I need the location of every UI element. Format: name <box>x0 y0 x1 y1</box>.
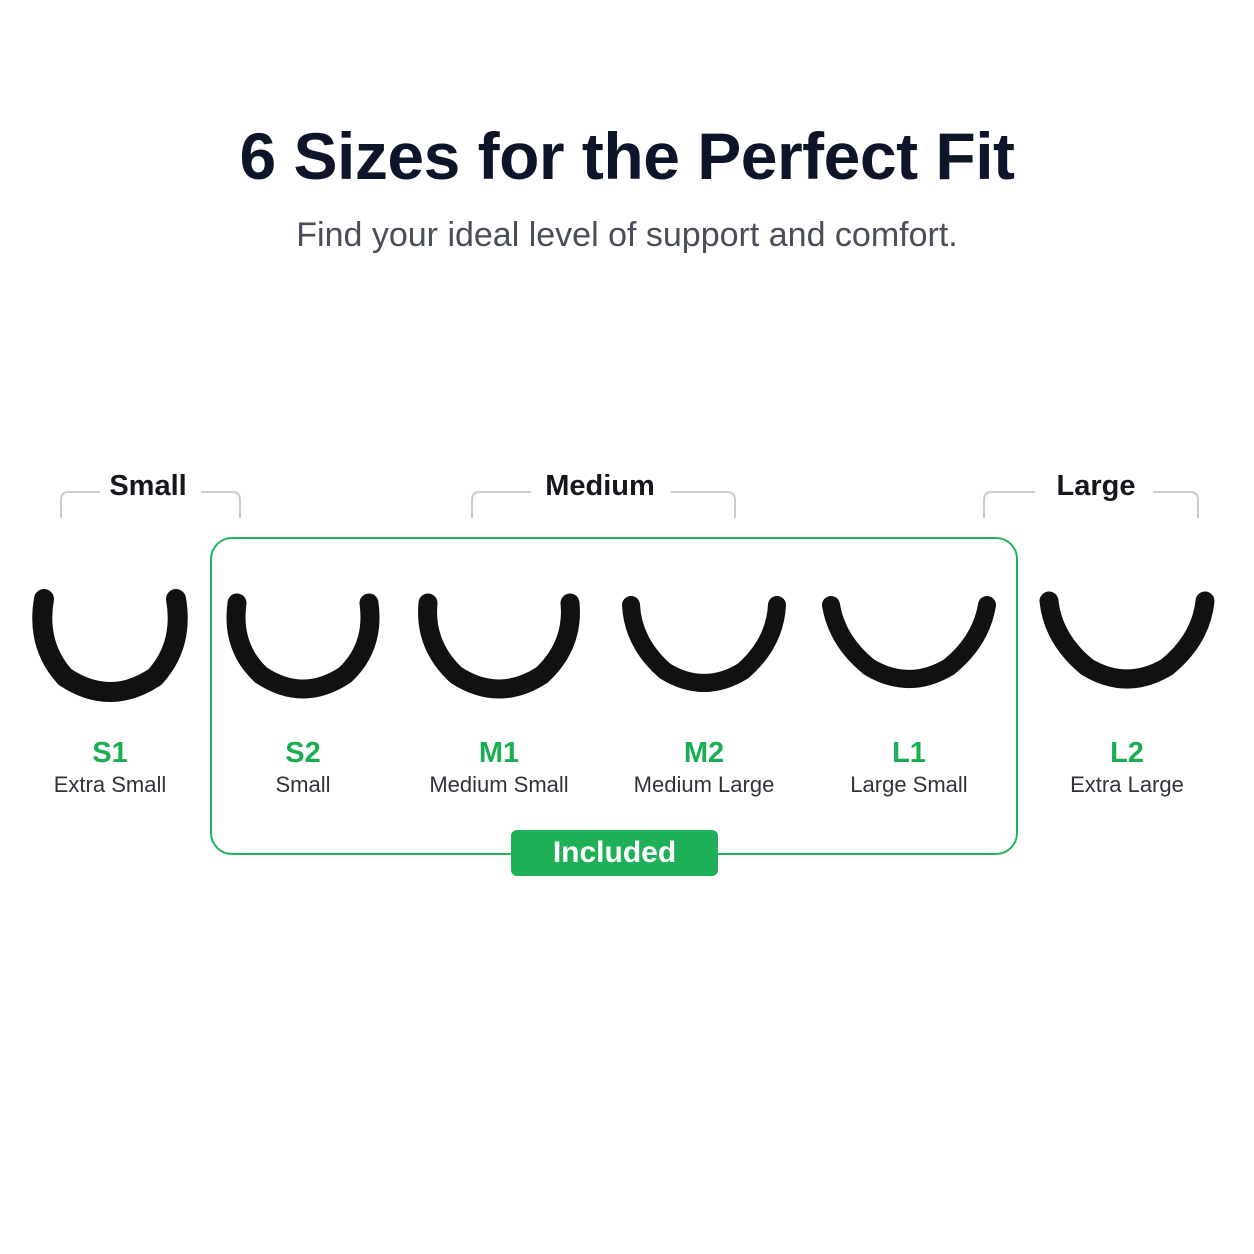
group-label-medium: Medium <box>545 470 655 502</box>
mouthguard-icon <box>1039 591 1215 689</box>
mouthguard-icon <box>822 596 996 688</box>
size-code: M2 <box>683 737 725 769</box>
mouthguard-icon <box>226 593 380 699</box>
size-name: Large Small <box>850 772 968 797</box>
group-label-large: Large <box>1056 470 1136 502</box>
bracket-medium <box>471 480 736 520</box>
size-item-l2: L2 Extra Large <box>1027 585 1227 800</box>
size-code: M1 <box>478 737 520 769</box>
group-label-small: Small <box>109 470 187 502</box>
page-title: 6 Sizes for the Perfect Fit <box>239 119 1015 193</box>
mouthguard-icon <box>622 596 786 692</box>
size-item-l1: L1 Large Small <box>809 585 1009 800</box>
size-name: Extra Large <box>1070 772 1184 797</box>
mouthguard-icon <box>32 589 188 702</box>
size-code: S2 <box>285 737 321 769</box>
size-code: L1 <box>892 737 926 769</box>
included-badge: Included <box>511 830 718 876</box>
mouthguard-icon <box>418 593 580 699</box>
size-code: S1 <box>92 737 128 769</box>
size-name: Small <box>275 772 331 797</box>
size-code: L2 <box>1110 737 1144 769</box>
size-item-s2: S2 Small <box>203 585 403 800</box>
size-item-s1: S1 Extra Small <box>10 585 210 800</box>
size-name: Medium Large <box>633 772 775 797</box>
size-item-m2: M2 Medium Large <box>604 585 804 800</box>
size-item-m1: M1 Medium Small <box>399 585 599 800</box>
page-subtitle: Find your ideal level of support and com… <box>296 216 958 254</box>
size-name: Extra Small <box>53 772 167 797</box>
size-name: Medium Small <box>429 772 569 797</box>
bracket-large <box>983 480 1199 520</box>
bracket-small <box>60 480 241 520</box>
